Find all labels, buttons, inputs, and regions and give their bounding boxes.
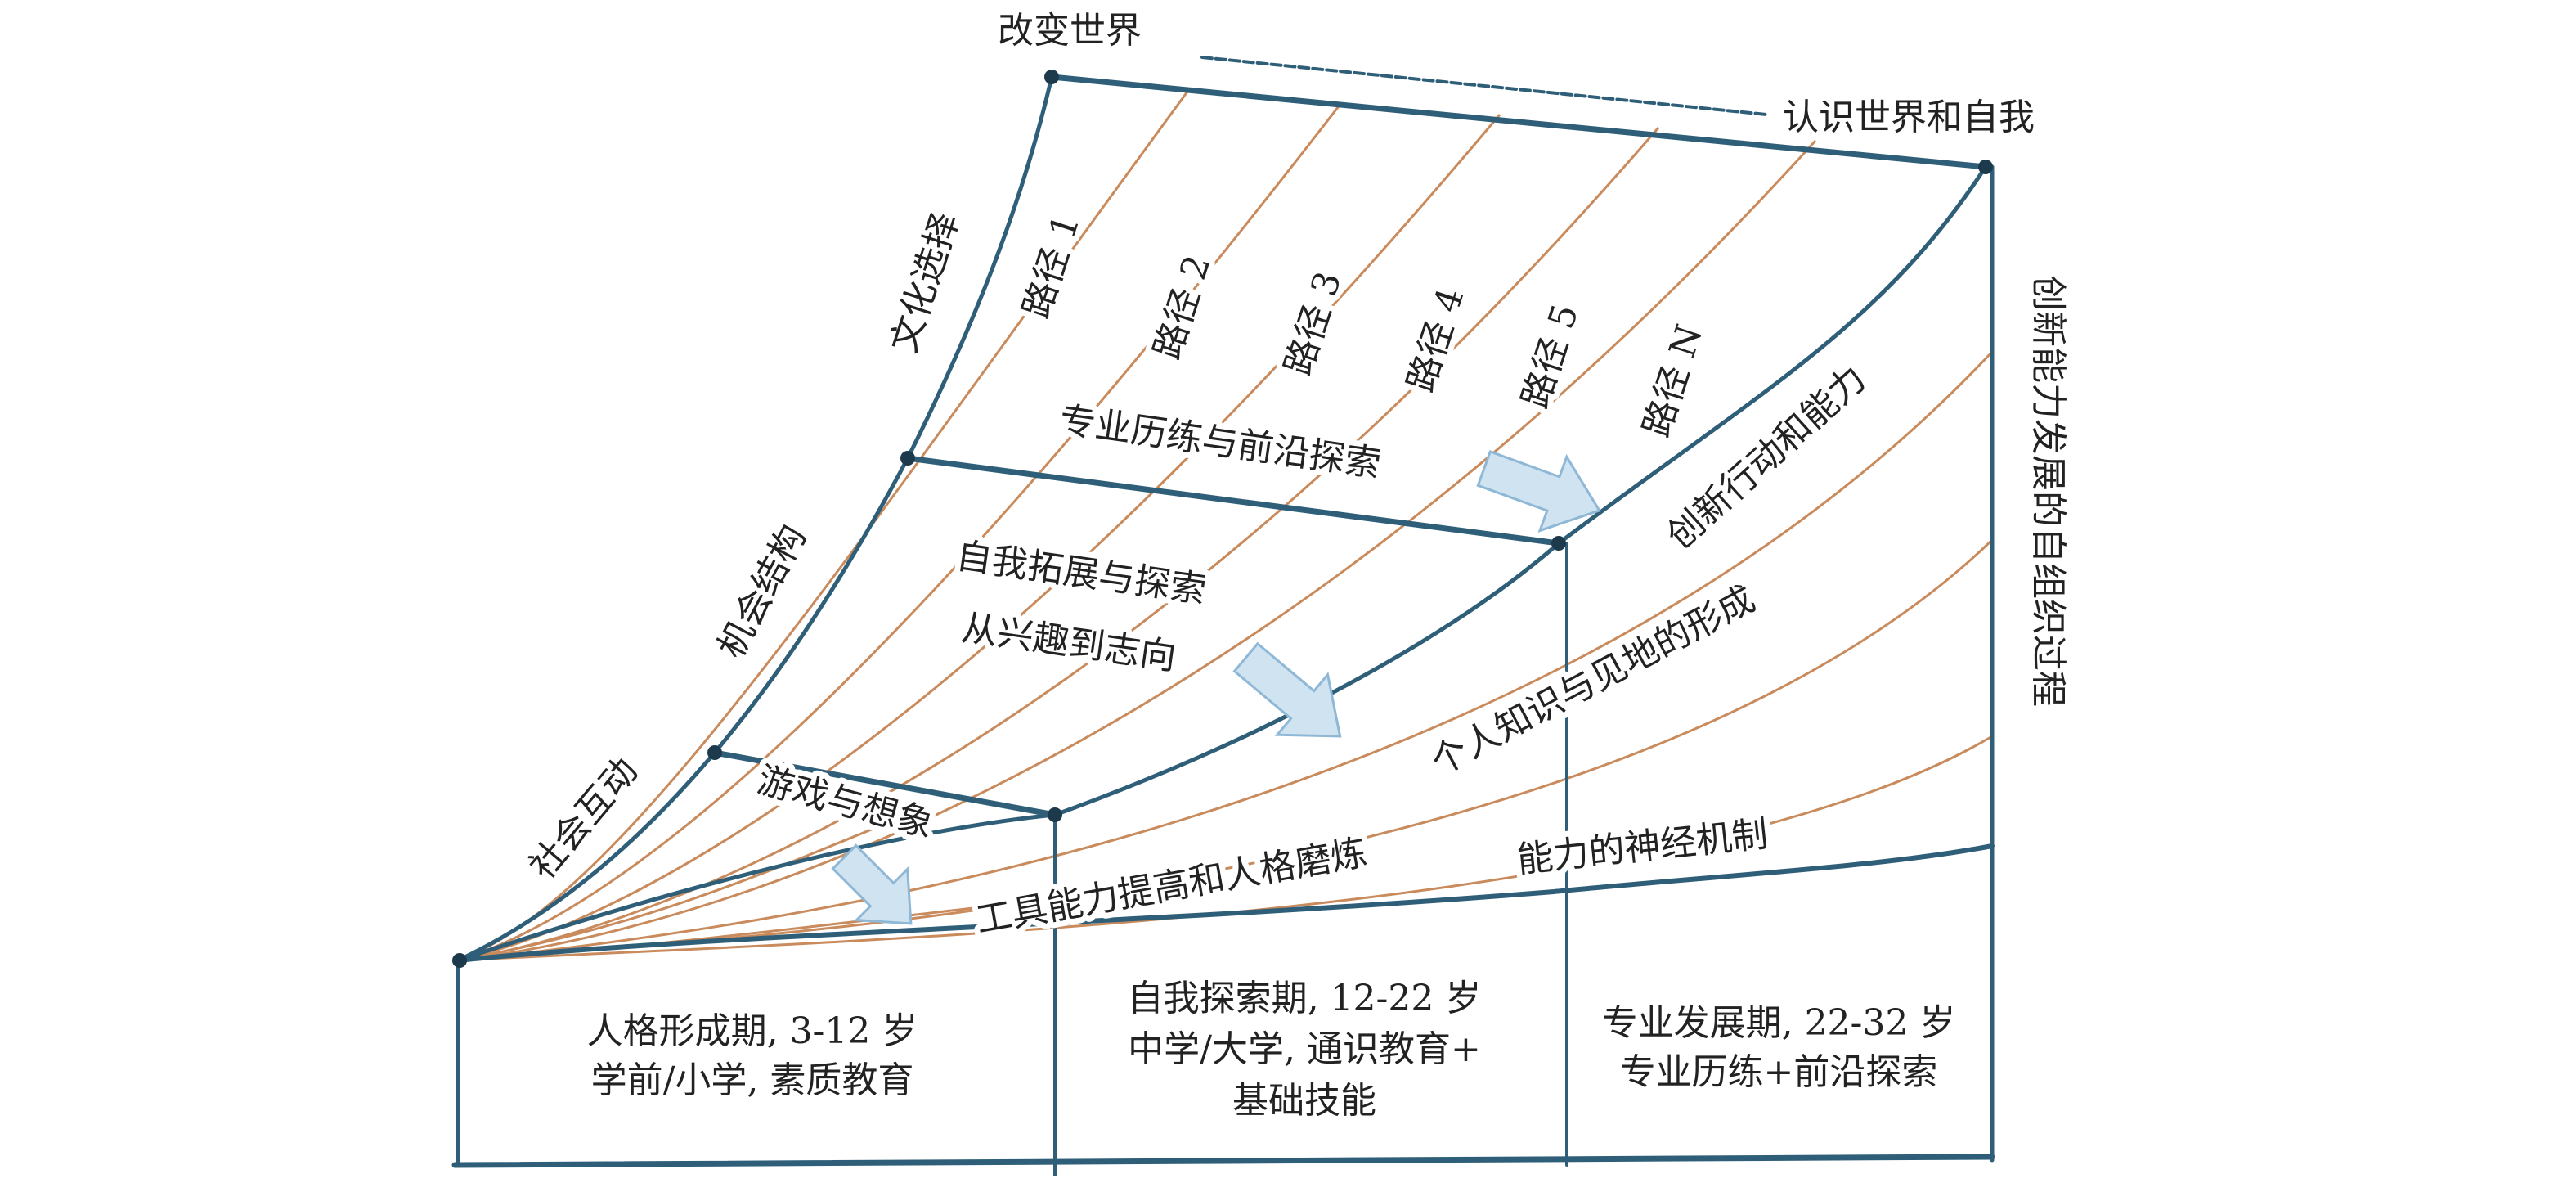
arrow-icon [831,843,913,925]
path-label: 路径 N [1636,320,1711,442]
label-interest: 从兴趣到志向 [959,607,1179,678]
period-detail: 学前/小学, 素质教育 [591,1059,914,1101]
node [1048,807,1062,822]
arrow-icon [1232,641,1342,738]
period-title: 人格形成期, 3-12 岁 [587,1010,918,1052]
label-change-world: 改变世界 [998,10,1142,52]
dashed-link [1200,56,1768,116]
period-detail: 中学/大学, 通识教育+ [1128,1028,1481,1070]
path-label: 路径 1 [1016,209,1088,323]
label-self-organization: 创新能力发展的自组织过程 [2027,275,2069,707]
label-neural: 能力的神经机制 [1515,813,1770,881]
connector-lower [711,749,1058,818]
arrow-icon [1476,450,1602,533]
left-curve [456,74,1054,963]
node [707,745,722,760]
label-self-expansion: 自我拓展与探索 [954,535,1209,611]
label-social: 社会互动 [522,750,646,888]
period-box: 人格形成期, 3-12 岁 学前/小学, 素质教育 [587,1010,918,1101]
path-line [457,102,1343,962]
path-label: 路径 3 [1277,267,1350,380]
period-detail: 基础技能 [1232,1080,1376,1122]
box-bottom [451,1154,1995,1168]
node [1978,160,1993,174]
node [452,953,467,968]
arrows [831,450,1602,925]
label-know-world: 认识世界和自我 [1783,97,2035,138]
period-detail: 专业历练+前沿探索 [1620,1051,1938,1093]
period-box: 专业发展期, 22-32 岁 专业历练+前沿探索 [1602,1002,1956,1093]
path-label: 路径 2 [1147,250,1219,364]
period-title: 专业发展期, 22-32 岁 [1602,1002,1956,1044]
path-label: 路径 5 [1515,299,1587,413]
path-line [457,127,1660,962]
label-tools: 工具能力提高和人格磨炼 [973,832,1371,942]
path-line [457,816,900,962]
period-box: 自我探索期, 12-22 岁 中学/大学, 通识教育+ 基础技能 [1128,978,1482,1122]
node [900,451,915,466]
top-edge [1048,74,1989,170]
node [1551,536,1566,551]
path-line [457,350,1994,962]
label-play: 游戏与想象 [753,759,938,846]
label-culture: 文化选择 [883,208,967,358]
label-professional: 专业历练与前沿探索 [1057,399,1383,486]
path-line [457,139,1817,962]
period-title: 自我探索期, 12-22 岁 [1128,978,1482,1019]
connector-upper [904,455,1562,547]
node [1044,70,1059,84]
bottom-curve [456,843,1995,963]
